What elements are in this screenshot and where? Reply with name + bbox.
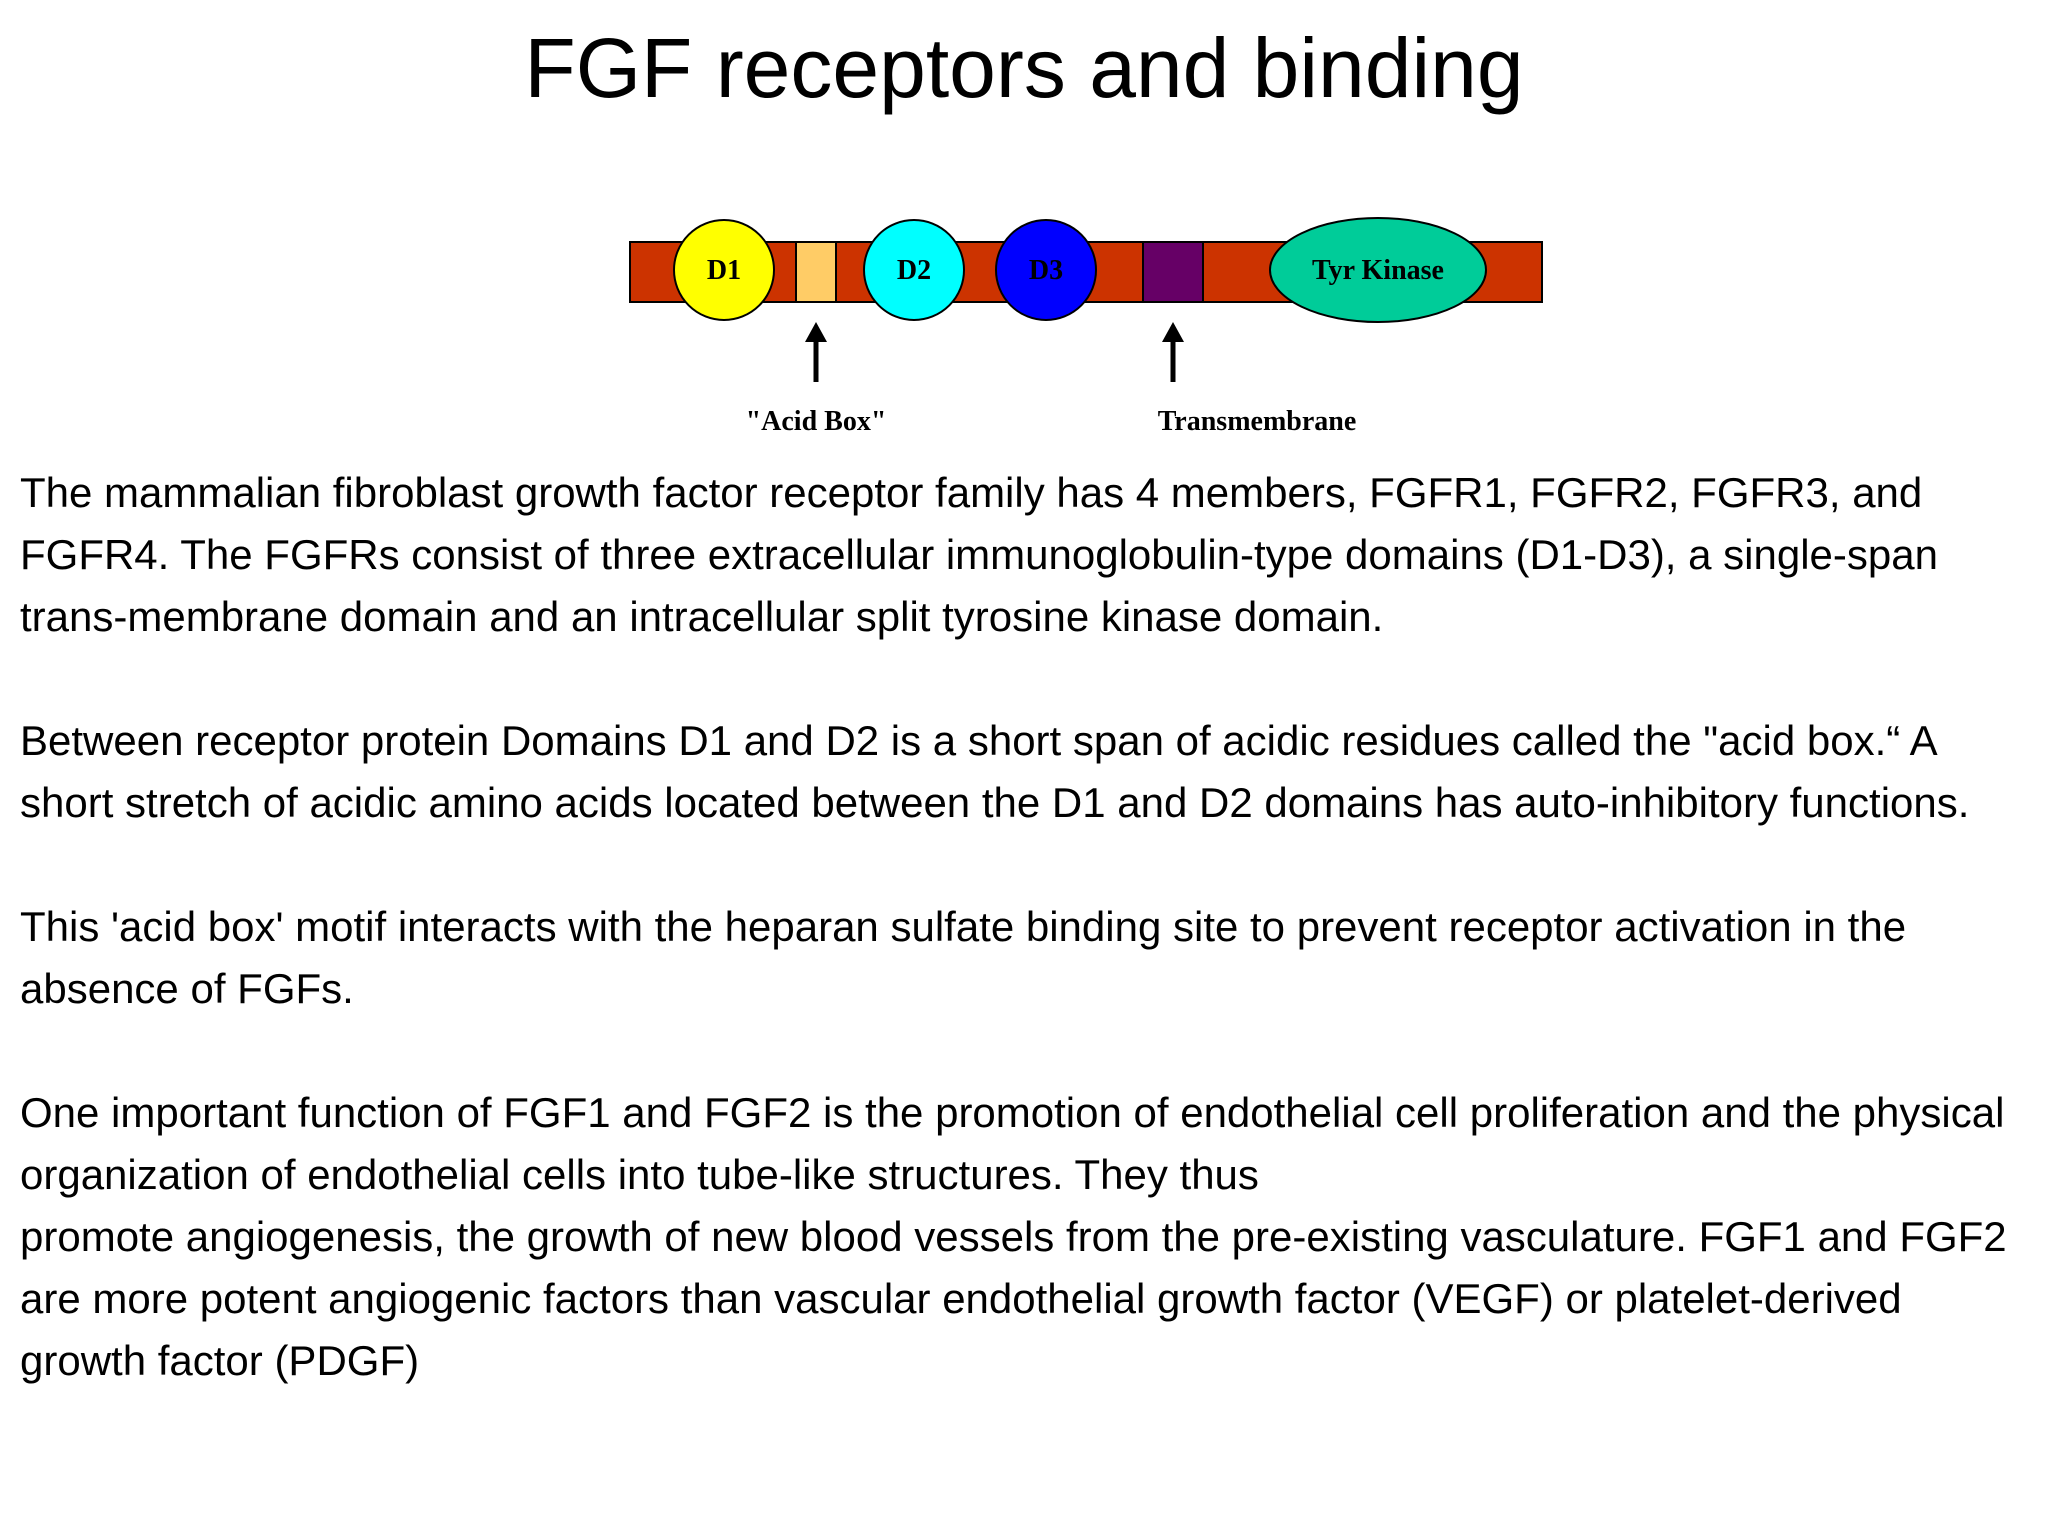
- paragraph-fgfr-family: The mammalian fibroblast growth factor r…: [20, 469, 1938, 640]
- paragraph-angiogenesis: One important function of FGF1 and FGF2 …: [20, 1089, 2007, 1384]
- slide-title: FGF receptors and binding: [524, 21, 1524, 115]
- paragraph-acid-box: Between receptor protein Domains D1 and …: [20, 717, 1970, 826]
- acid-box-domain: [795, 241, 837, 303]
- d3-label: D3: [1029, 255, 1063, 286]
- d1-label: D1: [707, 255, 741, 286]
- tyr-kinase-label: Tyr Kinase: [1312, 255, 1444, 286]
- transmembrane-domain: [1142, 241, 1204, 303]
- body-text: The mammalian fibroblast growth factor r…: [20, 462, 2030, 1392]
- fgfr-diagram-svg: D1 D2 D3 Tyr Kinase "Acid Box" Transmemb…: [629, 217, 1543, 437]
- d1-domain: D1: [673, 219, 775, 321]
- d2-domain: D2: [863, 219, 965, 321]
- tyr-kinase-domain: Tyr Kinase: [1269, 217, 1487, 323]
- d2-label: D2: [897, 255, 931, 286]
- transmembrane-label: Transmembrane: [1158, 406, 1357, 437]
- fgfr-domain-diagram: D1 D2 D3 Tyr Kinase "Acid Box" Transmemb…: [600, 180, 1570, 450]
- acid-box-label: "Acid Box": [746, 406, 887, 437]
- paragraph-acid-box-motif: This 'acid box' motif interacts with the…: [20, 903, 1907, 1012]
- acid-box-arrow: [805, 322, 827, 382]
- d3-domain: D3: [995, 219, 1097, 321]
- transmembrane-arrow: [1162, 322, 1184, 382]
